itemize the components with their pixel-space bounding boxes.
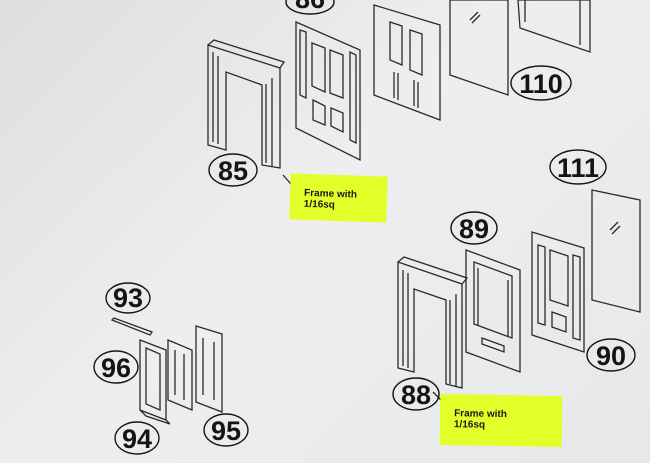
door-panel [373, 4, 441, 121]
highlighted-note-88: Frame with 1/16sq [439, 393, 563, 448]
part-label-94: 94 [122, 424, 152, 454]
part-label-90: 90 [596, 341, 626, 371]
door-panel-90 [531, 231, 585, 353]
note-text: 1/16sq [303, 198, 336, 211]
glass-pane-111 [591, 189, 641, 313]
part-label-85: 85 [218, 156, 248, 186]
small-door-assembly [110, 317, 223, 425]
part-label-111: 111 [557, 153, 599, 183]
part-label-95: 95 [211, 416, 241, 446]
part-label-93: 93 [113, 283, 143, 313]
door-frame-85 [207, 39, 286, 169]
door-panel-89 [465, 249, 521, 373]
glass-pane-110 [449, 0, 591, 96]
note-text: 1/16sq [453, 419, 486, 431]
door-frame-88 [397, 256, 469, 389]
part-label-96: 96 [101, 353, 131, 383]
part-label-110: 110 [519, 69, 563, 99]
door-panel-86 [295, 21, 361, 162]
part-label-89: 89 [459, 214, 489, 244]
part-label-86: 86 [295, 0, 325, 14]
highlighted-note-85: Frame with 1/16sq [289, 173, 388, 223]
part-label-88: 88 [401, 380, 431, 410]
